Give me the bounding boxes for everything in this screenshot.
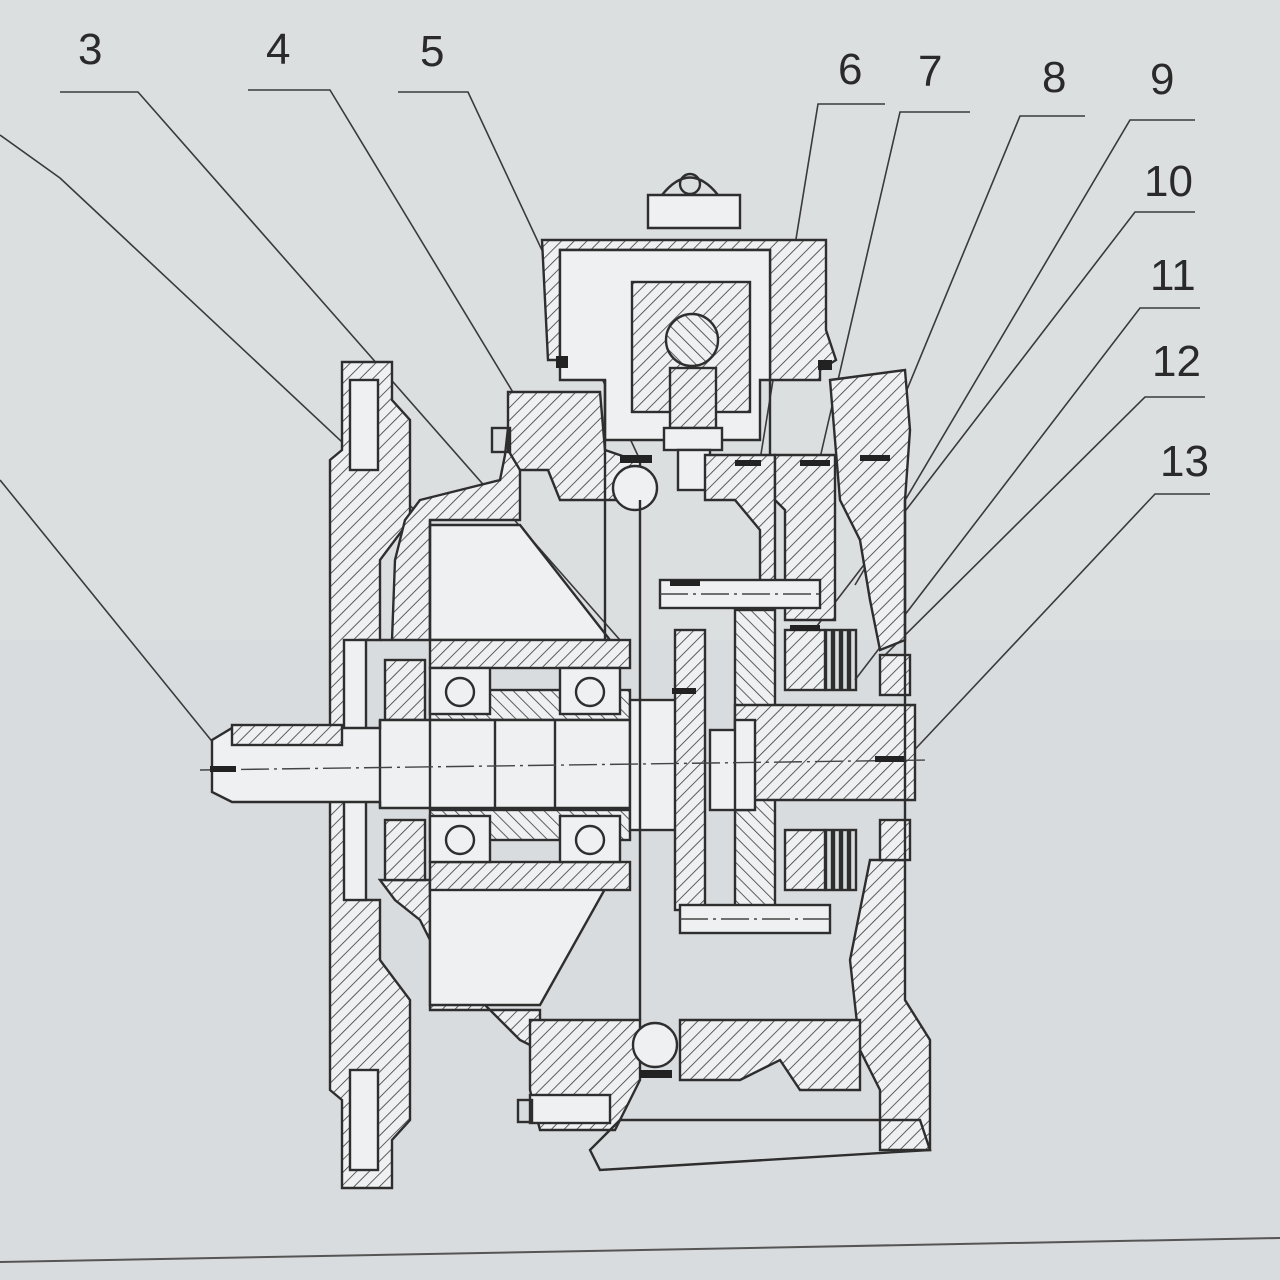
callout-13: 13 [1160, 437, 1209, 486]
shaft-centerline [199, 759, 931, 771]
input-bearings [428, 666, 622, 864]
cam-pin [664, 312, 720, 368]
callout-7: 7 [918, 47, 942, 96]
callout-6: 6 [838, 45, 862, 94]
page-edge [0, 1237, 1280, 1263]
callout-11: 11 [1150, 251, 1196, 300]
bearing-sleeve-bottom [428, 860, 632, 892]
coupling-plate [673, 628, 707, 912]
adjust-nut [662, 426, 724, 452]
gearbox-assembly [199, 172, 932, 1190]
callout-5: 5 [420, 27, 444, 76]
left-seal-top [383, 658, 427, 722]
right-disc-top [773, 453, 837, 622]
seal-marks [210, 356, 905, 772]
callout-3: 3 [78, 25, 102, 74]
callout-12: 12 [1152, 337, 1201, 386]
callout-4: 4 [266, 25, 290, 74]
ball-bottom [631, 1021, 679, 1069]
right-housing-bottom [678, 1018, 862, 1092]
output-shaft [733, 703, 917, 802]
flange-bolt-bottom [348, 1068, 380, 1172]
ball-top [611, 464, 659, 512]
callout-9: 9 [1150, 55, 1174, 104]
bottom-bolt [528, 1093, 612, 1125]
bearing-sleeve-top [428, 638, 632, 670]
right-end-cover [828, 368, 912, 652]
callout-10: 10 [1144, 157, 1193, 206]
adjust-screw [668, 366, 718, 430]
mounting-flange [328, 360, 412, 1190]
callout-labels: 3 4 5 6 7 8 9 10 11 12 13 [78, 25, 1209, 486]
callout-8: 8 [1042, 53, 1066, 102]
left-seal-bottom [383, 818, 427, 882]
coupling-hub [628, 698, 682, 832]
input-key [230, 723, 344, 747]
right-end-cover-lower [848, 858, 932, 1152]
flange-bolt-top [348, 378, 380, 472]
housing-body-top [506, 390, 642, 502]
lifting-eye [646, 193, 742, 230]
